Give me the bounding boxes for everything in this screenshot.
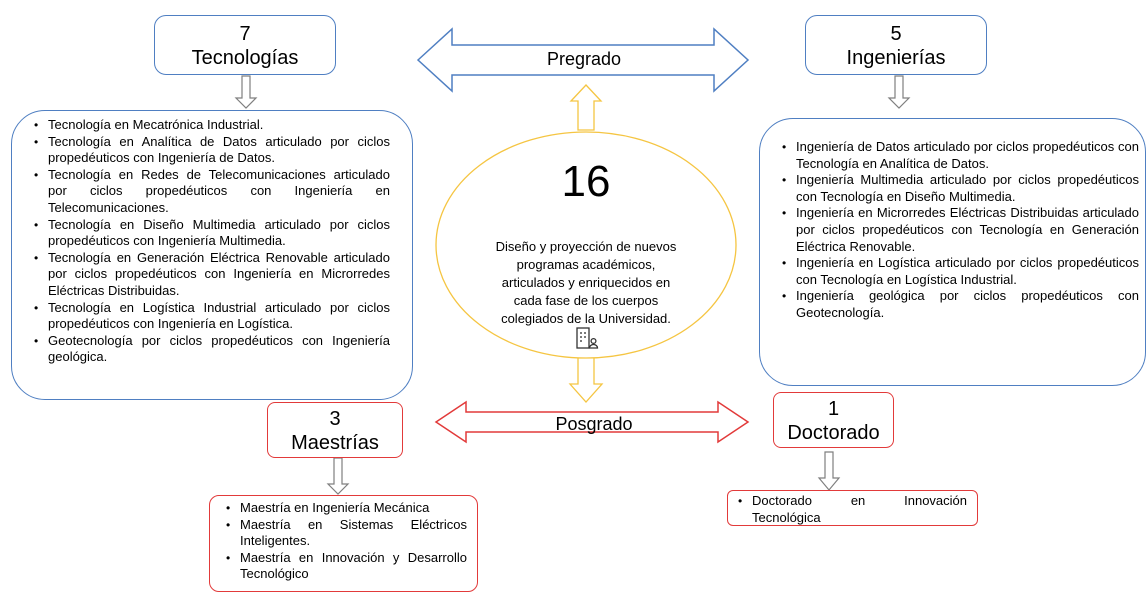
center-description: Diseño y proyección de nuevos programas … (495, 239, 677, 326)
center-number: 16 (561, 157, 611, 206)
maestrias-list: Maestría en Ingeniería Mecánica Maestría… (222, 500, 467, 583)
doctorado-list-box: Doctorado en Innovación Tecnológica (727, 490, 978, 526)
maestrias-count: 3 (329, 408, 341, 430)
list-item: Doctorado en Innovación Tecnológica (734, 493, 967, 526)
tecnologias-title: Tecnologías (191, 47, 299, 69)
list-item: Ingeniería Multimedia articulado por cic… (778, 172, 1139, 205)
list-item: Tecnología en Logística Industrial artic… (30, 300, 390, 333)
ingenierias-count: 5 (890, 23, 902, 45)
list-item: Ingeniería geológica por ciclos propedéu… (778, 288, 1139, 321)
maestrias-header: 3 Maestrías (267, 402, 403, 458)
list-item: Ingeniería de Datos articulado por ciclo… (778, 139, 1139, 172)
doctorado-header: 1 Doctorado (773, 392, 894, 448)
tecnologias-count: 7 (239, 23, 251, 45)
posgrado-label: Posgrado (555, 414, 633, 434)
list-item: Geotecnología por ciclos propedéuticos c… (30, 333, 390, 366)
doctorado-count: 1 (827, 398, 840, 420)
list-item: Maestría en Sistemas Eléctricos Intelige… (222, 517, 467, 550)
list-item: Ingeniería en Microrredes Eléctricas Dis… (778, 205, 1139, 255)
list-item: Tecnología en Redes de Telecomunicacione… (30, 167, 390, 217)
ingenierias-list-box: Ingeniería de Datos articulado por ciclo… (759, 118, 1146, 386)
ingenierias-list: Ingeniería de Datos articulado por ciclo… (778, 139, 1139, 322)
list-item: Maestría en Innovación y Desarrollo Tecn… (222, 550, 467, 583)
list-item: Tecnología en Diseño Multimedia articula… (30, 217, 390, 250)
building-person-icon (576, 327, 599, 349)
ingenierias-title: Ingenierías (846, 47, 946, 69)
list-item: Tecnología en Mecatrónica Industrial. (30, 117, 390, 134)
doctorado-list: Doctorado en Innovación Tecnológica (734, 493, 967, 526)
tecnologias-list: Tecnología en Mecatrónica Industrial. Te… (30, 117, 390, 366)
tecnologias-list-box: Tecnología en Mecatrónica Industrial. Te… (11, 110, 413, 400)
doctorado-title: Doctorado (787, 422, 880, 444)
maestrias-title: Maestrías (291, 432, 379, 454)
list-item: Tecnología en Generación Eléctrica Renov… (30, 250, 390, 300)
pregrado-label: Pregrado (546, 49, 622, 69)
list-item: Tecnología en Analítica de Datos articul… (30, 134, 390, 167)
list-item: Ingeniería en Logística articulado por c… (778, 255, 1139, 288)
list-item: Maestría en Ingeniería Mecánica (222, 500, 467, 517)
ingenierias-header: 5 Ingenierías (805, 15, 987, 75)
tecnologias-header: 7 Tecnologías (154, 15, 336, 75)
maestrias-list-box: Maestría en Ingeniería Mecánica Maestría… (209, 495, 478, 592)
